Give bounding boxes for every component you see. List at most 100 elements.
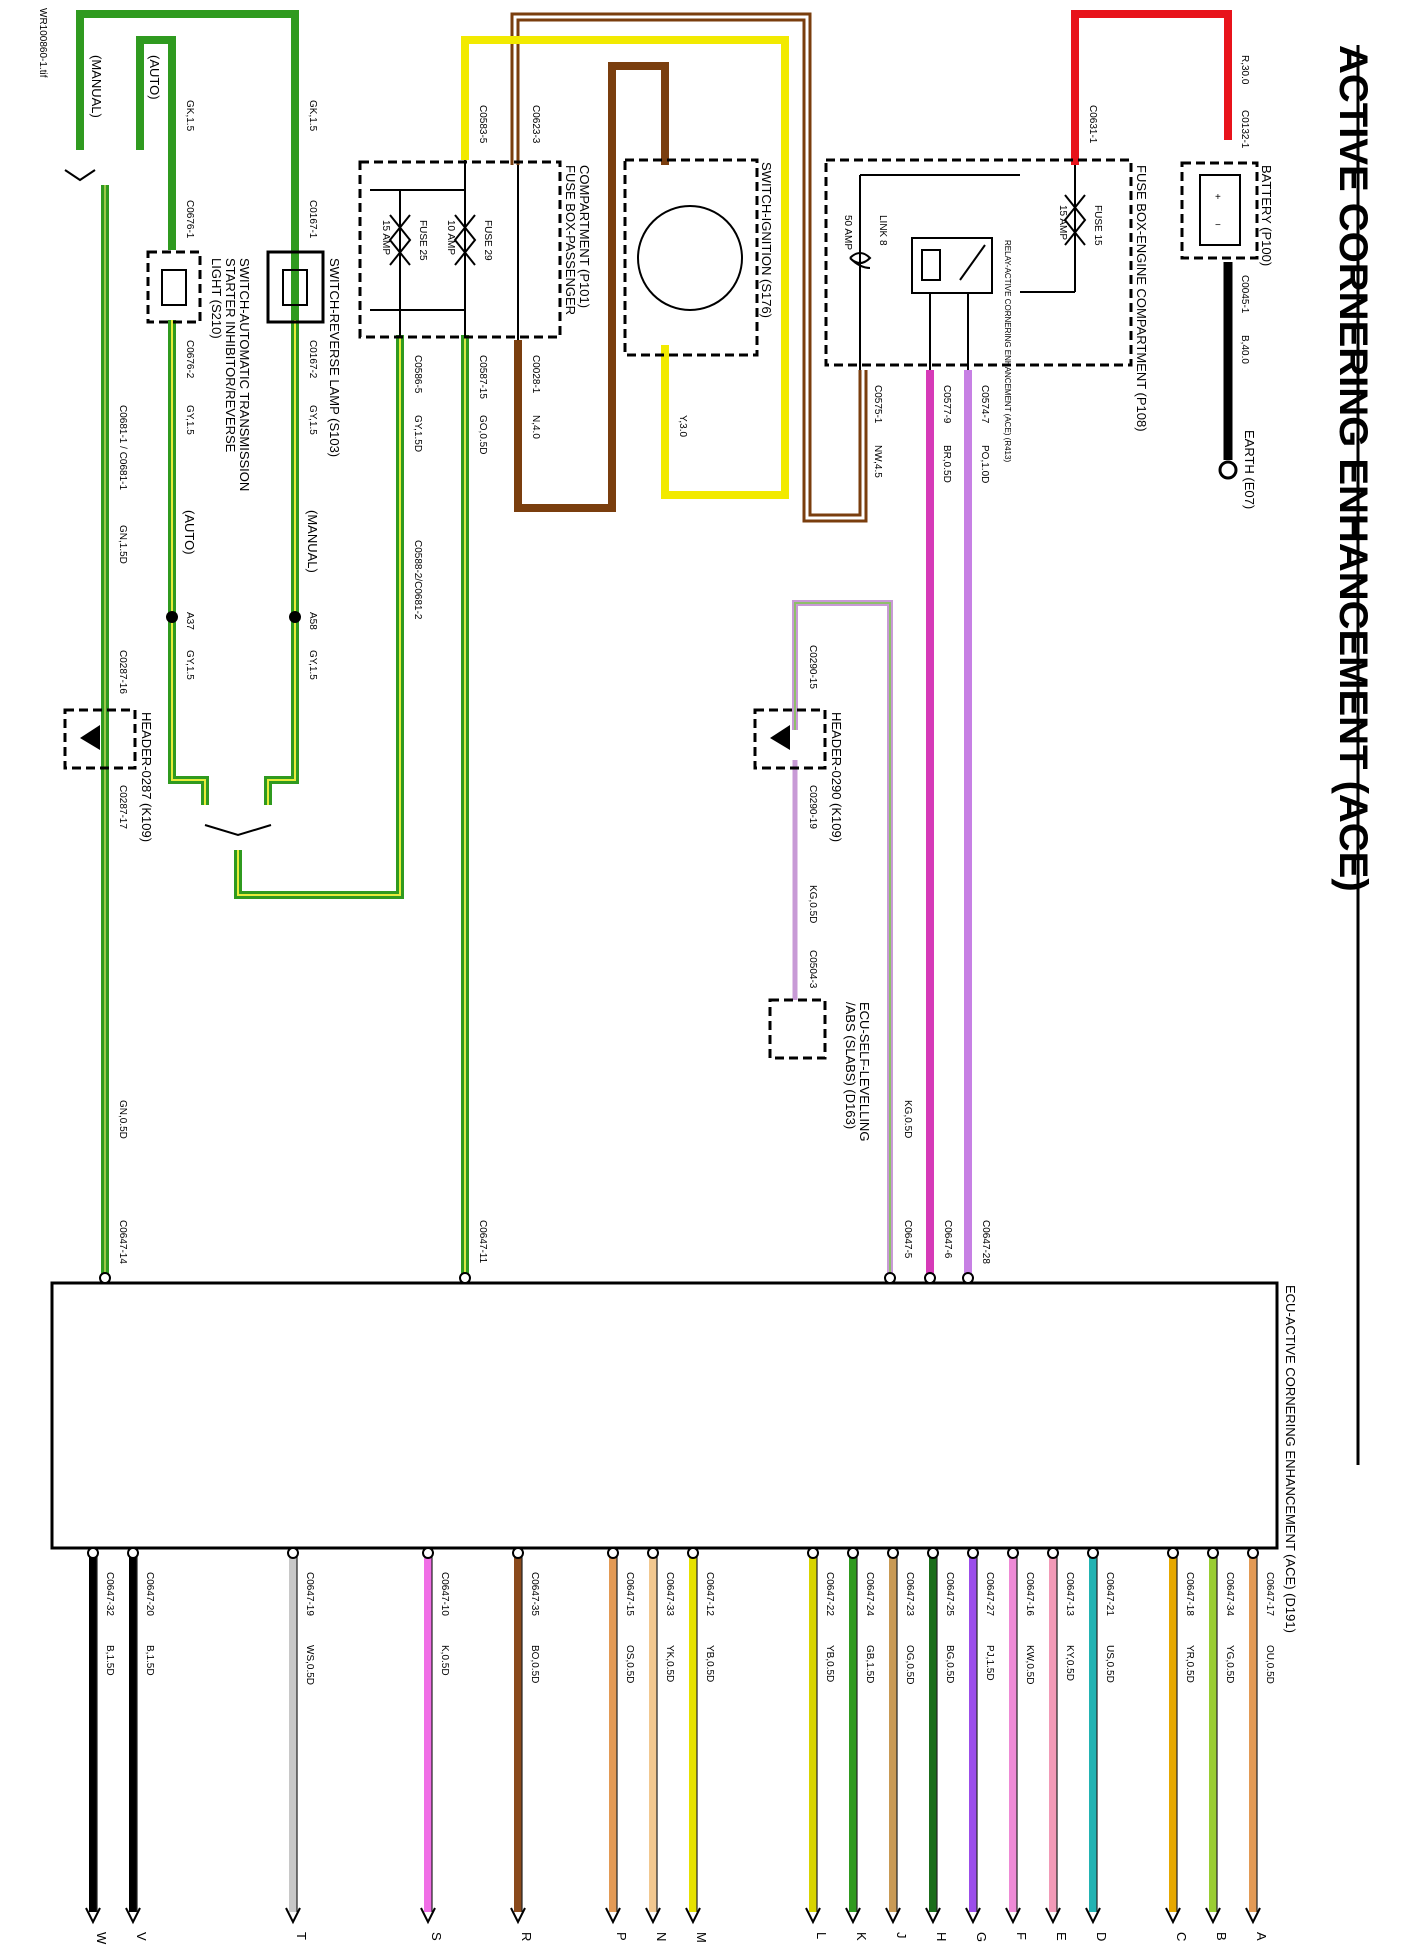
pin-terminal-k [847,1547,859,1559]
pin-arrow-e [1045,1907,1061,1925]
ignition-switch-icon [637,205,743,311]
wire-gy-auto [168,320,209,805]
pin-connector-w: C0647-32 [104,1572,115,1616]
lbl-c0577: C0577-9 [941,385,952,424]
fuse25-label: FUSE 25 [417,220,428,261]
pin-connector-s: C0647-10 [439,1572,450,1616]
earth-terminal-icon [1218,460,1238,480]
wire-gk-auto [136,36,176,250]
pin-arrow-b [1205,1907,1221,1925]
lbl-c0028: C0028-1 [530,355,541,394]
pin-letter-j: J [894,1932,909,1939]
pin-letter-h: H [934,1932,949,1941]
ecu-terminal-gn [99,1272,111,1284]
pin-connector-k: C0647-24 [864,1572,875,1616]
pin-wire-label-w: B,1.5D [104,1645,115,1676]
fuse25-amp: 15 AMP [380,220,391,255]
pin-letter-m: M [694,1932,709,1943]
battery-minus: − [1215,220,1221,231]
header-k109b-icon [770,725,790,750]
inhibitor-label-1: SWITCH-AUTOMATIC TRANSMISSION [237,258,252,491]
lbl-gy15-d: GY,1.5 [184,650,195,680]
header-k109-icon [80,725,100,750]
pin-wire-label-c: YR,0.5D [1184,1645,1195,1683]
pin-connector-h: C0647-25 [944,1572,955,1616]
lbl-c0676-2: C0676-2 [184,340,195,379]
pin-connector-p: C0647-15 [624,1572,635,1616]
lbl-gy: GY,1.5D [412,415,423,452]
pin-arrow-k [845,1907,861,1925]
lbl-c0588: C0588-2/C0681-2 [412,540,423,620]
lbl-gy15-b: GY,1.5 [184,405,195,435]
pin-letter-v: V [134,1932,149,1941]
lbl-c0647-6: C0647-6 [942,1220,953,1259]
lbl-c0290-19: C0290-19 [807,785,818,829]
pin-terminal-r [512,1547,524,1559]
pin-arrow-d [1085,1907,1101,1925]
pin-terminal-v [127,1547,139,1559]
lbl-po: PO,1.0D [979,445,990,483]
pin-wire-label-s: K,0.5D [439,1645,450,1676]
pin-wire-label-e: KY,0.5D [1064,1645,1075,1681]
wire-gy-stripe [237,335,401,896]
pin-arrow-m [685,1907,701,1925]
pin-arrow-h [925,1907,941,1925]
lbl-c0586: C0586-5 [412,355,423,394]
pin-letter-r: R [519,1932,534,1941]
fuse-passenger-label-1: FUSE BOX-PASSENGER [563,165,578,315]
lbl-gn05: GN,0.5D [117,1100,128,1139]
battery-label: BATTERY (P100) [1259,165,1274,266]
pin-letter-a: A [1254,1932,1269,1941]
pin-connector-e: C0647-13 [1064,1572,1075,1616]
inhibitor-switch-box [146,250,202,324]
pin-wire-label-d: US,0.5D [1104,1645,1115,1683]
inhibitor-switch-icon [161,269,187,306]
lbl-c0681: C0681-1 / C0681-1 [117,405,128,490]
battery-icon [1199,174,1241,246]
wire-gy-manual-stripe [267,320,296,805]
manual-label-mid: (MANUAL) [305,510,320,573]
pin-wire-label-n: YK,0.5D [664,1645,675,1682]
pin-terminal-b [1207,1547,1219,1559]
pin-arrow-s [420,1907,436,1925]
fuse15-icon [1020,165,1087,293]
pin-wire-label-g: PJ,1.5D [984,1645,995,1681]
lbl-c0287-17: C0287-17 [117,785,128,829]
pin-wire-label-t: WS,0.5D [304,1645,315,1685]
pin-arrow-p [605,1907,621,1925]
pin-letter-c: C [1174,1932,1189,1941]
pin-terminal-e [1047,1547,1059,1559]
pin-wire-label-a: OU,0.5D [1264,1645,1275,1684]
pin-arrow-r [510,1907,526,1925]
ace-ecu-label: ECU-ACTIVE CORNERING ENHANCEMENT (ACE) (… [1283,1285,1298,1633]
pin-terminal-f [1007,1547,1019,1559]
pin-letter-f: F [1014,1932,1029,1940]
lbl-b40: B,40.0 [1239,335,1250,364]
lbl-c0167-2: C0167-2 [307,340,318,379]
pin-letter-d: D [1094,1932,1109,1941]
pin-connector-r: C0647-35 [529,1572,540,1616]
inhibitor-label-3: LIGHT (S210) [209,258,224,339]
relay-switch-icon [959,244,986,281]
pin-terminal-j [887,1547,899,1559]
wire-gy-auto-stripe [171,320,206,805]
fuse29-amp: 10 AMP [445,220,456,255]
pin-letter-s: S [429,1932,444,1941]
pin-letter-b: B [1214,1932,1229,1941]
pin-wire-label-l: YB,0.5D [824,1645,835,1682]
pin-connector-j: C0647-23 [904,1572,915,1616]
header-k109-label: HEADER-0287 (K109) [139,712,154,842]
wire-brown [514,62,669,512]
lbl-c0631: C0631-1 [1087,105,1098,144]
pin-connector-a: C0647-17 [1264,1572,1275,1616]
reverse-switch-icon [282,269,308,306]
pin-connector-l: C0647-22 [824,1572,835,1616]
pin-letter-t: T [294,1932,309,1940]
lbl-kg05: KG,0.5D [807,885,818,923]
lbl-c0504: C0504-3 [807,950,818,989]
lbl-c0290-15: C0290-15 [807,645,818,689]
lbl-c0287-16: C0287-16 [117,650,128,694]
lbl-go: GO,0.5D [477,415,488,454]
lbl-nw: NW,4.5 [872,445,883,478]
reverse-label: SWITCH-REVERSE LAMP (S103) [327,258,342,457]
